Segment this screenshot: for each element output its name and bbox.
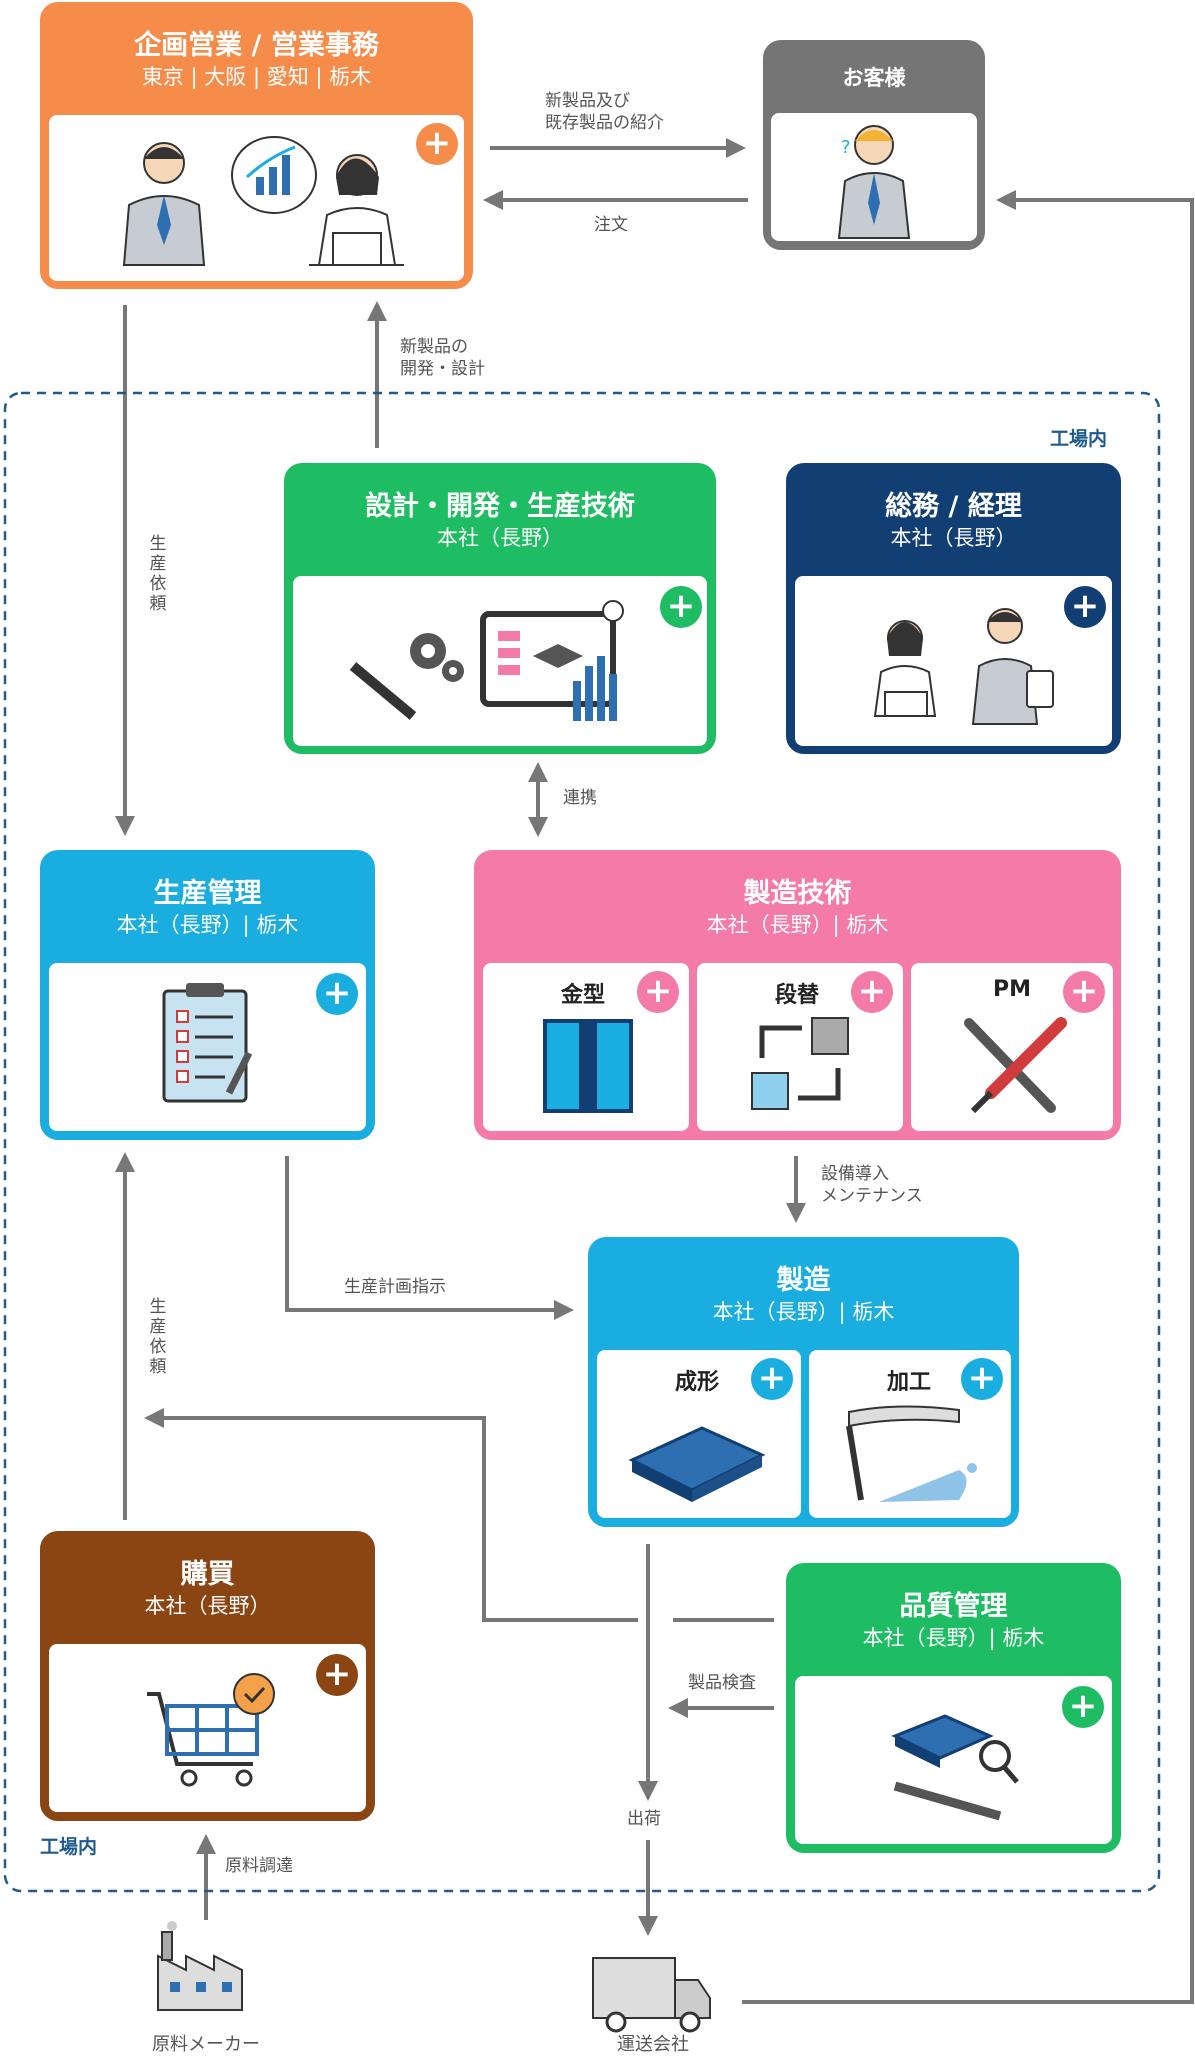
production-mgmt-panel: + — [49, 963, 366, 1131]
changeover-icon — [751, 1017, 849, 1110]
admin-sub: 本社（長野） — [890, 526, 1017, 550]
manufacturing-item-processing: 加工 + — [809, 1350, 1011, 1518]
changeover-label: 段替 — [775, 983, 820, 1008]
customer-panel: ? — [771, 113, 977, 241]
zone-label-top: 工場内 — [1050, 428, 1108, 450]
box-purchasing: 購買 本社（長野） + — [40, 1531, 375, 1821]
pm-label: PM — [993, 977, 1032, 1002]
supplier-label: 原料メーカー — [152, 2034, 260, 2055]
purchasing-title: 購買 — [180, 1559, 235, 1590]
quality-title: 品質管理 — [899, 1591, 1008, 1622]
mfg-tech-item-mold: 金型 + — [483, 963, 689, 1131]
box-sales: 企画営業 / 営業事務 東京 | 大阪 | 愛知 | 栃木 + — [40, 2, 473, 289]
box-mfg-tech: 製造技術 本社（長野）| 栃木 金型 + 段替 + PM + — [474, 850, 1121, 1140]
mold-label: 金型 — [561, 983, 606, 1008]
admin-expand-plus-icon[interactable]: + — [1064, 586, 1106, 628]
clipboard-checklist-icon — [162, 983, 253, 1103]
mfg-tech-item-pm: PM + — [911, 963, 1113, 1131]
mfg-tech-sub: 本社（長野）| 栃木 — [706, 913, 889, 937]
label-equip: 設備導入 メンテナンス — [821, 1164, 923, 1206]
production-mgmt-sub: 本社（長野）| 栃木 — [116, 913, 299, 937]
box-admin: 総務 / 経理 本社（長野） + — [786, 463, 1121, 754]
changeover-expand-plus-icon[interactable]: + — [851, 971, 893, 1013]
purchasing-expand-plus-icon[interactable]: + — [316, 1654, 358, 1696]
manufacturing-title: 製造 — [776, 1265, 831, 1296]
carrier-label: 運送会社 — [617, 2034, 689, 2055]
design-tools-icon — [349, 600, 624, 721]
customer-title: お客様 — [842, 66, 906, 90]
sales-expand-plus-icon[interactable]: + — [416, 123, 458, 165]
box-quality: 品質管理 本社（長野）| 栃木 + — [786, 1563, 1121, 1853]
production-mgmt-title: 生産管理 — [153, 878, 262, 909]
arrow-plan — [285, 1156, 574, 1320]
box-customer: お客様 ? — [763, 40, 985, 250]
label-inspection: 製品検査 — [688, 1673, 756, 1693]
arrow-to-purchasing — [144, 1408, 638, 1622]
sales-sub: 東京 | 大阪 | 愛知 | 栃木 — [141, 65, 372, 89]
box-design: 設計・開発・生産技術 本社（長野） + — [284, 463, 716, 754]
purchasing-panel: + — [49, 1644, 366, 1812]
label-plan: 生産計画指示 — [344, 1277, 446, 1297]
factory-zone-border — [3, 391, 1161, 1893]
shopping-cart-icon — [147, 1673, 275, 1787]
processing-expand-plus-icon[interactable]: + — [961, 1358, 1003, 1400]
arrow-delivery — [742, 190, 1194, 2004]
sales-illustration-icon — [122, 136, 404, 266]
admin-panel: + — [795, 576, 1112, 746]
processing-label: 加工 — [887, 1370, 932, 1395]
design-panel: + — [293, 576, 707, 746]
wrench-screwdriver-icon — [964, 1017, 1067, 1114]
box-manufacturing: 製造 本社（長野）| 栃木 成形 + 加工 + — [588, 1237, 1019, 1527]
label-coop: 連携 — [563, 788, 597, 808]
design-sub: 本社（長野） — [437, 526, 563, 550]
manufacturing-item-molding: 成形 + — [597, 1350, 801, 1518]
mfg-tech-title: 製造技術 — [743, 878, 852, 909]
sales-panel: + — [49, 115, 464, 281]
pallet-icon — [628, 1426, 766, 1502]
production-mgmt-expand-plus-icon[interactable]: + — [316, 973, 358, 1015]
factory-icon — [157, 1921, 243, 2011]
customer-thinking-person-icon: ? — [837, 125, 911, 239]
box-production-mgmt: 生産管理 本社（長野）| 栃木 + — [40, 850, 375, 1140]
admin-title: 総務 / 経理 — [885, 491, 1022, 522]
design-title: 設計・開発・生産技術 — [365, 491, 635, 522]
quality-inspection-icon — [891, 1714, 1019, 1821]
admin-staff-icon — [873, 608, 1054, 725]
label-material: 原料調達 — [225, 1856, 293, 1876]
molding-label: 成形 — [675, 1370, 720, 1395]
pm-expand-plus-icon[interactable]: + — [1063, 971, 1105, 1013]
molding-expand-plus-icon[interactable]: + — [751, 1358, 793, 1400]
label-new-dev: 新製品の 開発・設計 — [400, 337, 485, 379]
zone-label-bottom: 工場内 — [40, 1836, 98, 1858]
quality-panel: + — [795, 1676, 1112, 1844]
svg-text:?: ? — [841, 137, 851, 158]
delivery-truck-icon — [592, 1957, 711, 2033]
label-order: 注文 — [594, 215, 628, 235]
mold-icon — [543, 1019, 633, 1113]
processing-icon — [846, 1405, 977, 1502]
label-request1: 生産依頼 — [149, 534, 167, 614]
label-ship: 出荷 — [627, 1809, 661, 1829]
label-intro: 新製品及び 既存製品の紹介 — [545, 91, 664, 133]
sales-title: 企画営業 / 営業事務 — [134, 30, 379, 61]
mold-expand-plus-icon[interactable]: + — [637, 971, 679, 1013]
quality-expand-plus-icon[interactable]: + — [1062, 1686, 1104, 1728]
design-expand-plus-icon[interactable]: + — [660, 586, 702, 628]
purchasing-sub: 本社（長野） — [144, 1594, 271, 1618]
label-request2: 生産依頼 — [149, 1297, 167, 1377]
manufacturing-sub: 本社（長野）| 栃木 — [712, 1300, 895, 1324]
mfg-tech-item-changeover: 段替 + — [697, 963, 903, 1131]
quality-sub: 本社（長野）| 栃木 — [862, 1626, 1045, 1650]
